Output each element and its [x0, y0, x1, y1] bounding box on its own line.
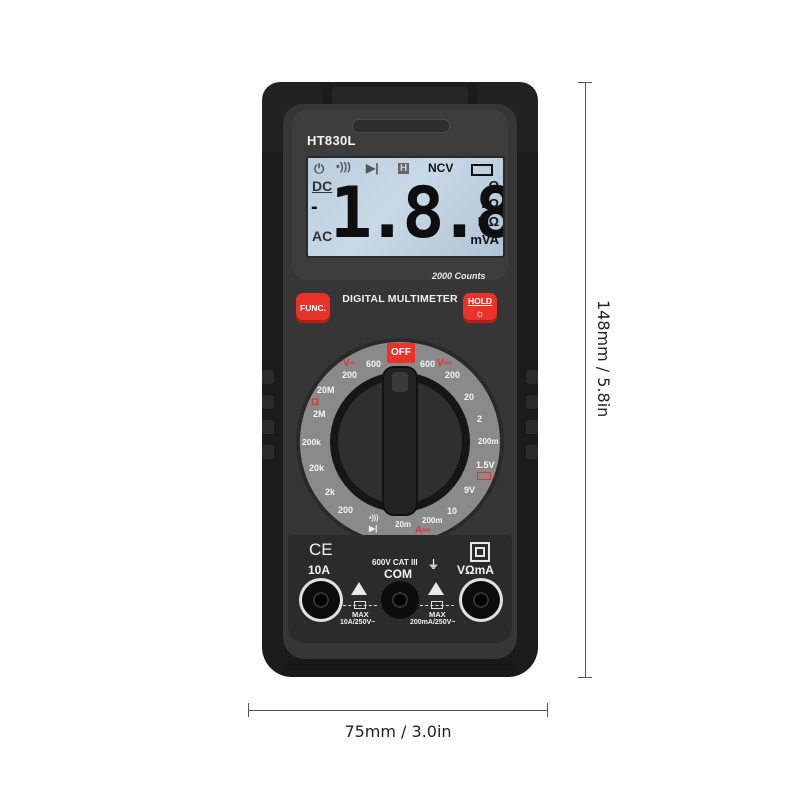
width-dimension-line — [248, 710, 548, 711]
dial-ohm-20k[interactable]: 20k — [309, 463, 325, 473]
dial-acv-600[interactable]: 600 — [366, 359, 382, 369]
dc-indicator: DC — [312, 178, 333, 194]
height-dimension-bottom-cap — [578, 677, 592, 678]
resistance-symbol: Ω — [311, 397, 320, 408]
top-vent-slot — [352, 119, 450, 133]
dial-dca-200m[interactable]: 200m — [422, 516, 443, 525]
right-grip-ridge — [526, 445, 538, 459]
terminal-com-label: COM — [384, 567, 412, 581]
minus-indicator: - — [311, 196, 318, 218]
jack-com-socket — [392, 592, 408, 608]
left-fuse-rating: 10A/250V~ — [340, 619, 376, 626]
lcd-display: ⏻ •))) ▶| H NCV DC - AC 1.8.8.8 Ω kΩ MΩ … — [306, 156, 505, 258]
dial-dcv-600[interactable]: 600 — [420, 359, 436, 369]
warning-triangle-icon-right — [428, 582, 444, 595]
jack-vohm-ma[interactable] — [462, 581, 500, 619]
fuse-line-left — [343, 605, 377, 607]
dial-continuity-icon[interactable]: •))) — [369, 515, 379, 522]
unit-ohm: Ω — [488, 178, 499, 193]
warning-triangle-icon-left — [351, 582, 367, 595]
unit-mva: mVA — [470, 232, 499, 247]
func-button-label: FUNC. — [300, 303, 326, 313]
terminal-10a-label: 10A — [308, 563, 331, 577]
func-button[interactable]: FUNC. — [296, 293, 330, 323]
left-grip-ridge — [262, 370, 274, 384]
backlight-icon: ☼ — [474, 308, 486, 320]
dial-ohm-200k[interactable]: 200k — [302, 437, 321, 447]
jack-10a[interactable] — [302, 581, 340, 619]
dial-ohm-20M[interactable]: 20M — [317, 385, 335, 395]
ac-voltage-symbol: V~ — [343, 358, 356, 369]
lcd-status-row: ⏻ •))) ▶| H NCV — [314, 161, 497, 177]
battery-test-icon — [477, 472, 491, 480]
dial-dcv-20[interactable]: 20 — [464, 392, 475, 402]
dial-off-position[interactable]: OFF — [387, 343, 415, 363]
ground-icon: ⏚ — [428, 559, 439, 571]
double-insulation-inner-square — [475, 547, 485, 557]
jack-com[interactable] — [381, 581, 419, 619]
width-dimension-label: 75mm / 3.0in — [344, 722, 452, 741]
shell-top-cap — [332, 87, 468, 107]
power-icon: ⏻ — [314, 161, 325, 176]
fuse-icon-left — [354, 601, 366, 609]
unit-kilohm: kΩ — [481, 196, 499, 211]
dial-dcv-200m[interactable]: 200m — [478, 437, 499, 446]
dial-battery-9v[interactable]: 9V — [464, 485, 476, 495]
height-dimension-top-cap — [578, 82, 592, 83]
ac-indicator: AC — [312, 228, 333, 244]
jack-10a-socket — [313, 592, 329, 608]
dial-ohm-200[interactable]: 200 — [338, 505, 354, 515]
rotary-knob-tip — [392, 372, 408, 392]
left-grip-ridge — [262, 445, 274, 459]
model-label: HT830L — [307, 133, 356, 148]
right-fuse-rating: 200mA/250V~ — [410, 619, 456, 626]
diode-icon: ▶| — [366, 161, 379, 175]
dial-dcv-2[interactable]: 2 — [477, 414, 483, 424]
height-dimension-line — [585, 82, 586, 677]
dc-current-symbol: A⎓ — [415, 525, 431, 536]
left-grip-ridge — [262, 420, 274, 434]
hold-button[interactable]: HOLD ☼ — [463, 293, 497, 323]
width-dimension-left-cap — [248, 703, 249, 717]
right-grip-ridge — [526, 420, 538, 434]
height-dimension-label: 148mm / 5.8in — [594, 300, 613, 418]
dial-ohm-2k[interactable]: 2k — [325, 487, 336, 497]
right-grip-ridge — [526, 395, 538, 409]
ncv-indicator: NCV — [428, 161, 454, 175]
right-fuse-max: MAX — [429, 610, 446, 619]
unit-megohm: MΩ — [477, 214, 499, 229]
left-fuse-max: MAX — [352, 610, 369, 619]
left-grip-ridge — [262, 395, 274, 409]
terminal-vohm-ma-label: VΩmA — [457, 563, 494, 577]
dial-dcv-200[interactable]: 200 — [445, 370, 461, 380]
double-insulation-icon — [470, 542, 490, 562]
rotary-knob-pointer[interactable] — [384, 368, 416, 514]
panel-title: DIGITAL MULTIMETER — [342, 293, 458, 305]
ce-mark: CE — [309, 540, 333, 559]
battery-icon — [471, 164, 493, 176]
continuity-icon: •))) — [336, 161, 351, 173]
counts-label: 2000 Counts — [432, 271, 486, 281]
category-rating: 600V CAT III — [372, 558, 418, 567]
dial-dca-20m[interactable]: 20m — [395, 520, 412, 529]
dial-dca-10[interactable]: 10 — [447, 506, 458, 516]
dc-voltage-symbol: V⎓ — [437, 358, 452, 369]
hold-icon: H — [398, 163, 410, 174]
dial-battery-1-5v[interactable]: 1.5V — [476, 460, 495, 470]
fuse-line-right — [420, 605, 454, 607]
hold-button-label: HOLD — [467, 296, 493, 306]
dial-ohm-2M[interactable]: 2M — [313, 409, 326, 419]
dial-acv-200[interactable]: 200 — [342, 370, 358, 380]
height-dimension-label-wrap: 148mm / 5.8in — [593, 300, 615, 480]
right-grip-ridge — [526, 370, 538, 384]
dial-diode-icon[interactable]: ▶| — [369, 524, 378, 533]
jack-vohm-ma-socket — [473, 592, 489, 608]
width-dimension-right-cap — [547, 703, 548, 717]
bottom-bumper — [285, 660, 515, 670]
lcd-digits: 1.8.8.8 — [330, 172, 505, 254]
fuse-icon-right — [431, 601, 443, 609]
